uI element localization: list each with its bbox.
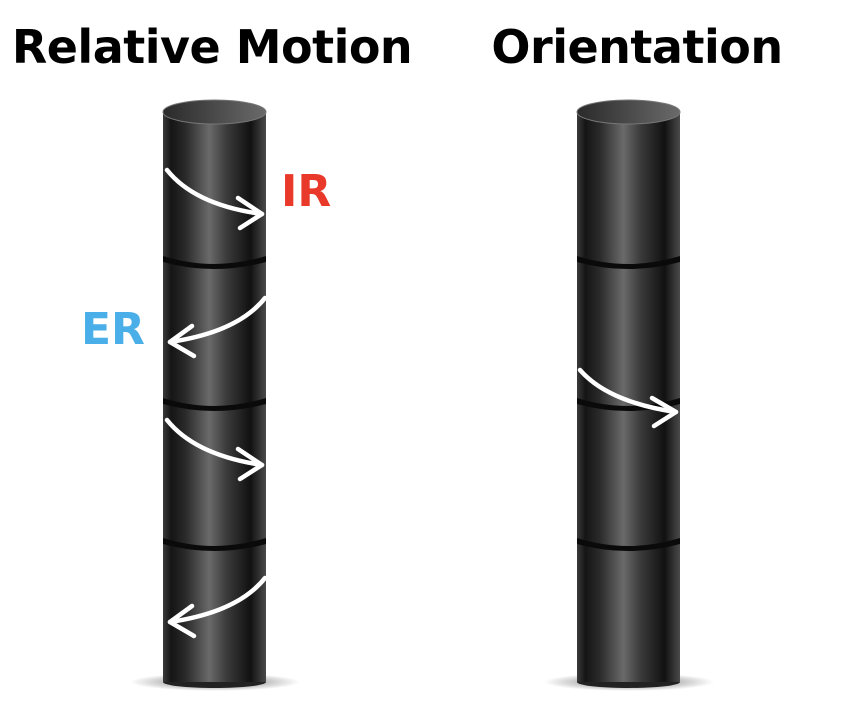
- arrow-external-rotation-2: [167, 575, 268, 639]
- cylinder-orientation: [544, 99, 714, 691]
- title-orientation: Orientation: [491, 20, 783, 74]
- cylinder-relative-motion: [130, 99, 300, 691]
- arrow-external-rotation-1: [167, 295, 268, 359]
- cylinder-body: [163, 112, 266, 682]
- segment-seams: [163, 256, 266, 551]
- cylinder-top: [162, 99, 267, 125]
- cylinder-top: [576, 99, 681, 125]
- arrow-internal-rotation-2: [164, 417, 265, 482]
- label-er: ER: [81, 304, 145, 355]
- arrow-orientation: [577, 367, 679, 429]
- label-ir: IR: [281, 166, 332, 217]
- arrow-internal-rotation-1: [164, 167, 265, 231]
- title-relative-motion: Relative Motion: [11, 20, 413, 74]
- cylinder-body: [577, 112, 680, 682]
